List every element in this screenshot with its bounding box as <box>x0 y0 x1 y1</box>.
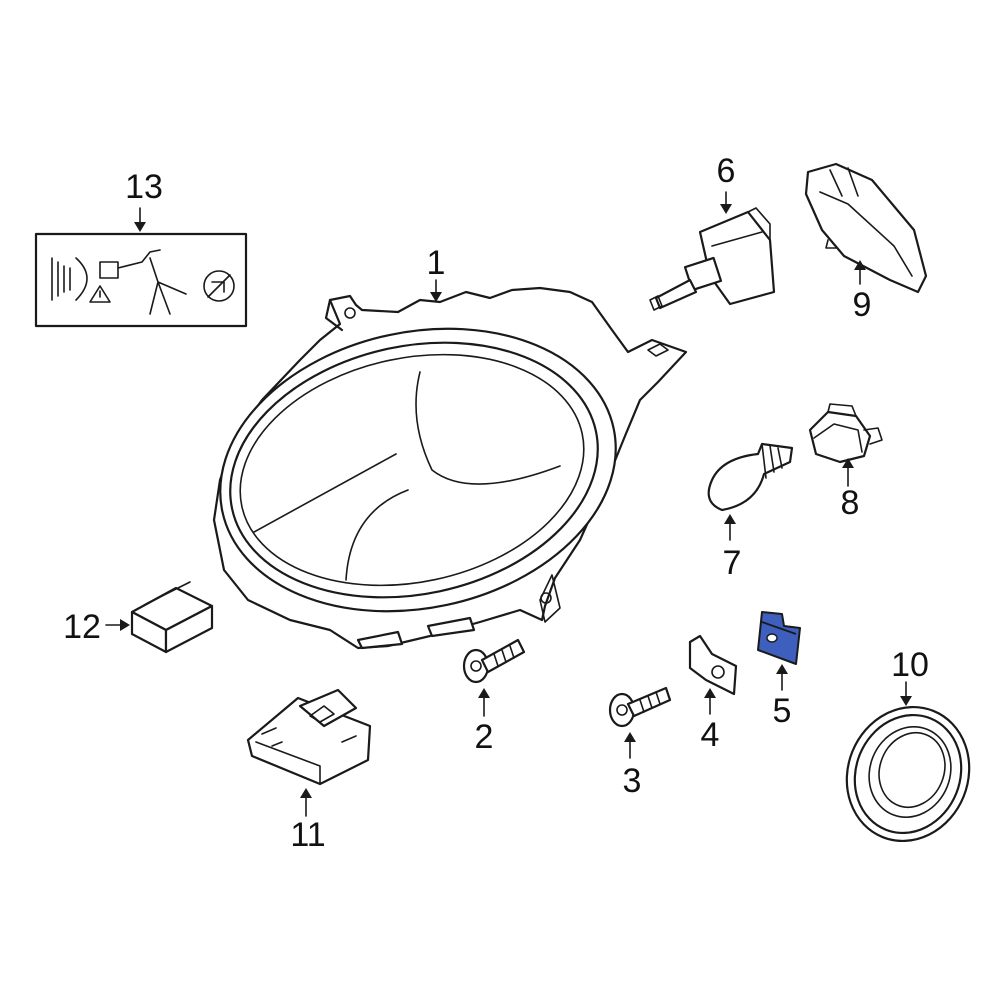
part-7-bulb[interactable] <box>707 442 794 512</box>
part-12-control-module[interactable] <box>130 581 214 654</box>
callout-3[interactable]: 3 <box>623 762 642 800</box>
part-4-clip[interactable] <box>688 634 738 696</box>
part-3-bolt[interactable] <box>608 686 672 728</box>
part-10-seal-ring[interactable] <box>827 688 989 859</box>
part-13-warning-label[interactable] <box>34 232 248 328</box>
part-5-clip-highlighted[interactable] <box>757 611 801 665</box>
callout-6[interactable]: 6 <box>717 152 736 190</box>
callout-labels: 1 2 3 4 5 6 7 8 9 10 11 12 13 <box>63 152 929 854</box>
part-6-bulb-socket[interactable] <box>649 207 776 311</box>
callout-7[interactable]: 7 <box>723 544 742 582</box>
callout-10[interactable]: 10 <box>891 646 929 684</box>
callout-9[interactable]: 9 <box>853 286 872 324</box>
callout-5[interactable]: 5 <box>773 692 792 730</box>
callout-11[interactable]: 11 <box>290 816 325 854</box>
callout-13[interactable]: 13 <box>125 168 163 206</box>
part-2-bolt[interactable] <box>462 638 526 684</box>
part-8-bulb-socket[interactable] <box>808 403 883 464</box>
part-11-ballast[interactable] <box>246 688 372 786</box>
callout-8[interactable]: 8 <box>841 484 860 522</box>
leader-arrows <box>105 191 912 817</box>
callout-1[interactable]: 1 <box>427 244 446 282</box>
part-9-cover[interactable] <box>804 162 928 294</box>
callout-12[interactable]: 12 <box>63 608 101 646</box>
part-1-headlamp-assembly[interactable] <box>194 286 688 650</box>
callout-4[interactable]: 4 <box>701 716 720 754</box>
callout-2[interactable]: 2 <box>475 718 494 756</box>
